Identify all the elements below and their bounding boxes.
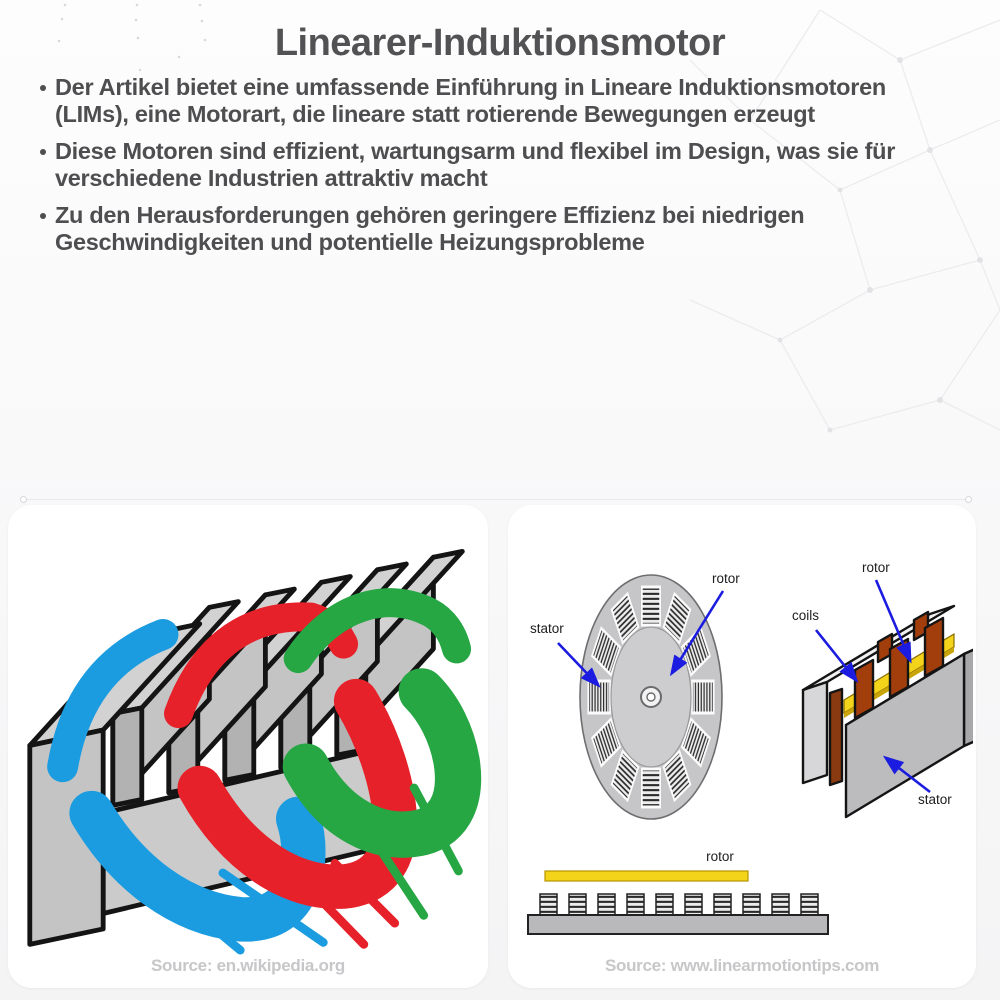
phase-c-lead (359, 820, 429, 920)
phase-b-lead (330, 858, 400, 928)
left-illustration-card: Source: en.wikipedia.org (8, 505, 488, 988)
shaft-center (646, 692, 656, 702)
divider-node-icon (965, 496, 972, 503)
page-title: Linearer-Induktionsmotor (274, 22, 726, 64)
section-divider (20, 496, 972, 503)
phase-b-lead (291, 870, 369, 949)
rotor-strip (544, 870, 749, 882)
rotor-arrow-icon (669, 590, 725, 677)
divider-node-icon (20, 496, 27, 503)
linear-induction-motor-3d-illustration (27, 549, 482, 955)
bullet-list: Der Artikel bietet eine umfassende Einfü… (40, 74, 952, 266)
phase-a-lead (156, 880, 245, 955)
front-stator-face (844, 652, 966, 819)
source-caption: Source: www.linearmotiontips.com (604, 956, 880, 975)
stator-arrow-icon (557, 642, 601, 688)
phase-c-winding-front (282, 668, 482, 858)
rotor-label: rotor (862, 560, 890, 575)
rotary-motor-diagram: stator rotor (530, 571, 740, 820)
stator-slots (587, 585, 715, 809)
stator-label: stator (530, 621, 564, 636)
rotor-label: rotor (706, 849, 734, 864)
source-caption: Source: en.wikipedia.org (150, 956, 345, 975)
phase-windings (47, 588, 482, 955)
stator-label: stator (918, 792, 952, 807)
phase-b-winding-front (177, 678, 418, 909)
right-diagrams-card: stator rotor rotor coils stator rotor (508, 505, 976, 988)
rotor-arrow-icon (874, 579, 912, 664)
flat-linear-motor-diagram: rotor (527, 849, 829, 935)
bullet-item: Der Artikel bietet eine umfassende Einfü… (40, 74, 952, 128)
front-stator-side (962, 648, 973, 748)
phase-a-winding-back (47, 619, 179, 783)
linear-motor-3d-diagram: rotor coils stator (792, 560, 973, 819)
bullet-item: Diese Motoren sind effizient, wartungsar… (40, 138, 952, 192)
back-stator-end (801, 680, 829, 785)
rotor-label: rotor (712, 571, 740, 586)
phase-c-winding-back (283, 588, 472, 674)
phase-a-lead (218, 868, 328, 947)
stator-teeth-row (539, 893, 819, 916)
stator-base-bar (527, 914, 829, 935)
coils-label: coils (792, 608, 819, 623)
coils-arrow-icon (814, 629, 859, 684)
bullet-item: Zu den Herausforderungen gehören geringe… (40, 202, 952, 256)
phase-a-winding-front (69, 790, 326, 942)
phase-c-lead (409, 783, 463, 876)
coil-plate (828, 687, 844, 787)
stator-arrow-icon (882, 755, 931, 794)
